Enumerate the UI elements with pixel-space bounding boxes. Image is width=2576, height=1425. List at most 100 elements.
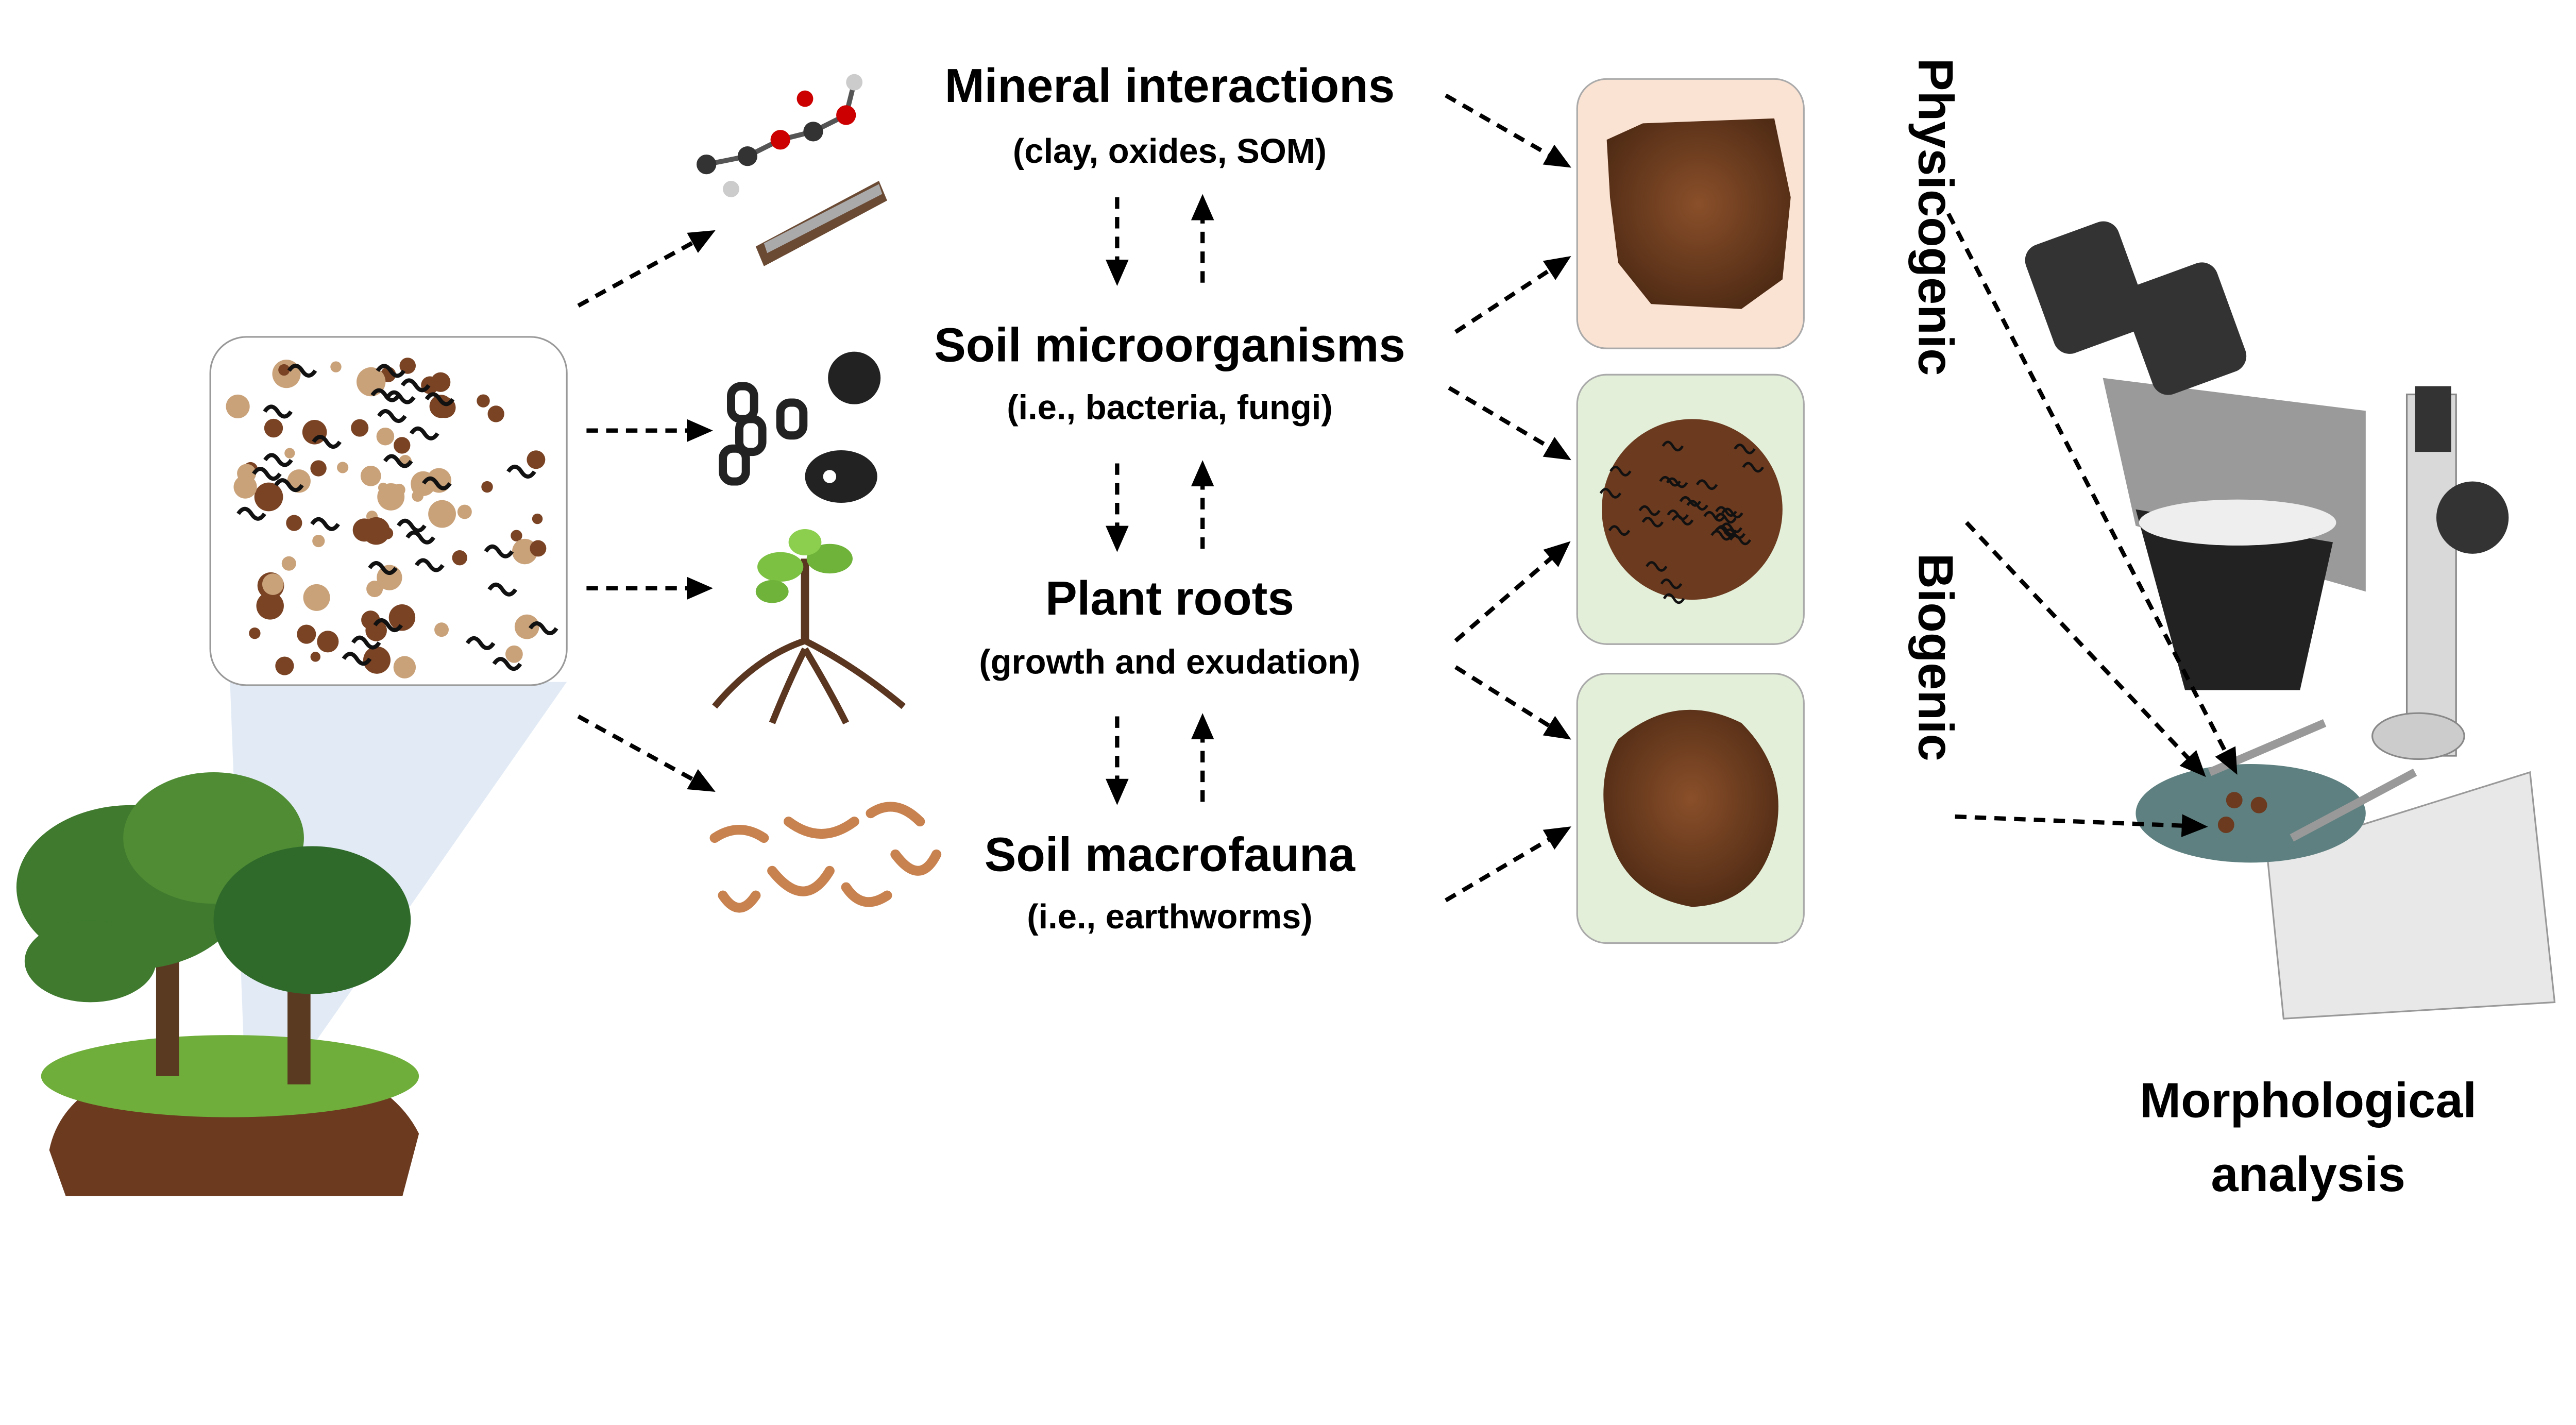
fungal-hypha (263, 453, 293, 467)
soil-crumb (337, 462, 349, 473)
biogenic-aggregate-fauna (1576, 673, 1805, 944)
soil-crumb (527, 450, 546, 469)
soil-crumb (393, 656, 416, 678)
soil-crumb (394, 437, 411, 454)
fungal-hypha (385, 390, 416, 404)
fungal-hypha (487, 582, 518, 597)
soil-crumb (275, 656, 294, 675)
fungal-hypha (310, 517, 340, 531)
fungal-hypha (1734, 444, 1756, 454)
soil-closeup (209, 336, 568, 686)
soil-crumb (360, 466, 381, 486)
fungal-hypha (1608, 525, 1631, 536)
soil-crumb (351, 419, 369, 437)
interaction-arrows (1106, 194, 1214, 805)
fungal-hypha (370, 388, 400, 402)
factor-subtitle-fauna: (i.e., earthworms) (1027, 897, 1312, 936)
fungal-hypha (484, 544, 514, 558)
factor-title-roots: Plant roots (1045, 571, 1294, 625)
fungal-hypha (422, 476, 452, 490)
fungal-hypha (465, 636, 496, 650)
fungal-hypha (1609, 466, 1632, 477)
soil-crumb (256, 592, 284, 620)
factor-title-microbes: Soil microorganisms (934, 318, 1405, 372)
soil-crumb (377, 483, 405, 511)
soil-crumb (264, 418, 283, 438)
fungal-hypha (236, 506, 266, 521)
soil-crumb (363, 646, 391, 674)
fungal-hypha (1696, 479, 1718, 490)
soil-crumb (412, 490, 423, 502)
morphological-label-line1: Morphological (2140, 1073, 2477, 1128)
soil-crumb (262, 573, 284, 595)
fungal-hypha (1715, 513, 1737, 524)
factor-subtitle-microbes: (i.e., bacteria, fungi) (1007, 388, 1332, 427)
fungal-hypha (376, 364, 406, 378)
soil-crumb (434, 622, 449, 637)
soil-crumb (481, 481, 493, 493)
fungal-hypha (1679, 496, 1702, 507)
soil-crumb (286, 515, 302, 531)
fungal-hypha (377, 409, 407, 423)
fungal-hypha (415, 558, 445, 572)
fungal-hypha (1659, 476, 1681, 487)
fungal-hypha (425, 392, 455, 406)
soil-crumb (487, 405, 504, 422)
molecule-on-clay-icon (697, 74, 887, 266)
soil-crumb (514, 614, 539, 639)
soil-crumb (237, 464, 257, 483)
fungal-hypha (409, 426, 439, 440)
factor-subtitle-minerals: (clay, oxides, SOM) (1013, 132, 1327, 171)
fungal-hypha (1703, 511, 1725, 522)
fungal-hypha (1671, 515, 1694, 525)
fungal-hypha (368, 561, 398, 575)
soil-aggregate-diagram: Mineral interactions (clay, oxides, SOM)… (16, 58, 2556, 1202)
physicogenic-label: Physicogenic (1908, 58, 1963, 376)
soil-crumb (511, 530, 522, 541)
soil-crumb (477, 394, 490, 408)
plant-roots-icon (712, 529, 906, 725)
fungal-hypha (1710, 530, 1733, 541)
fungal-hypha (312, 435, 342, 449)
fungal-hypha (1660, 578, 1683, 589)
fungal-hypha (506, 464, 536, 479)
morphological-label-line2: analysis (2211, 1147, 2405, 1202)
fungal-hypha (1599, 488, 1622, 499)
soil-crumb (310, 652, 320, 662)
soil-crumb (226, 394, 250, 419)
fungal-hypha (274, 478, 304, 493)
soil-crumb (377, 565, 402, 590)
microbes-icon (719, 351, 881, 503)
soil-crumb (249, 627, 261, 639)
fungal-hypha (1646, 561, 1668, 572)
soil-crumb (428, 500, 456, 528)
arrows-to-aggregates (1445, 93, 1571, 903)
soil-crumb (303, 584, 330, 611)
soil-crumb (429, 395, 453, 418)
fungal-hypha (1720, 522, 1742, 533)
fungal-hypha (342, 652, 372, 666)
factor-subtitle-roots: (growth and exudation) (979, 643, 1360, 682)
fungal-hypha (397, 518, 427, 533)
soil-crumb (366, 581, 383, 598)
fungal-hypha (287, 363, 317, 378)
fungal-hypha (1662, 440, 1684, 452)
arrow-to-minerals (577, 230, 716, 308)
fungal-hypha (351, 635, 381, 650)
soil-crumb (312, 534, 325, 548)
soil-crumb (310, 460, 327, 477)
earthworms-icon (709, 802, 942, 913)
soil-crumb (278, 364, 290, 376)
factor-title-minerals: Mineral interactions (945, 59, 1395, 112)
soil-crumb (362, 517, 390, 545)
soil-crumb (399, 358, 416, 374)
fungal-hypha (405, 530, 435, 545)
soil-crumb (317, 631, 339, 653)
stereo-microscope-icon (2025, 221, 2556, 1020)
arrow-to-fauna (577, 714, 716, 792)
fungal-hypha (383, 454, 413, 468)
soil-crumb (532, 513, 543, 524)
fungal-hypha (1723, 528, 1746, 539)
fungal-hypha (1638, 505, 1660, 516)
soil-crumb (281, 556, 296, 571)
